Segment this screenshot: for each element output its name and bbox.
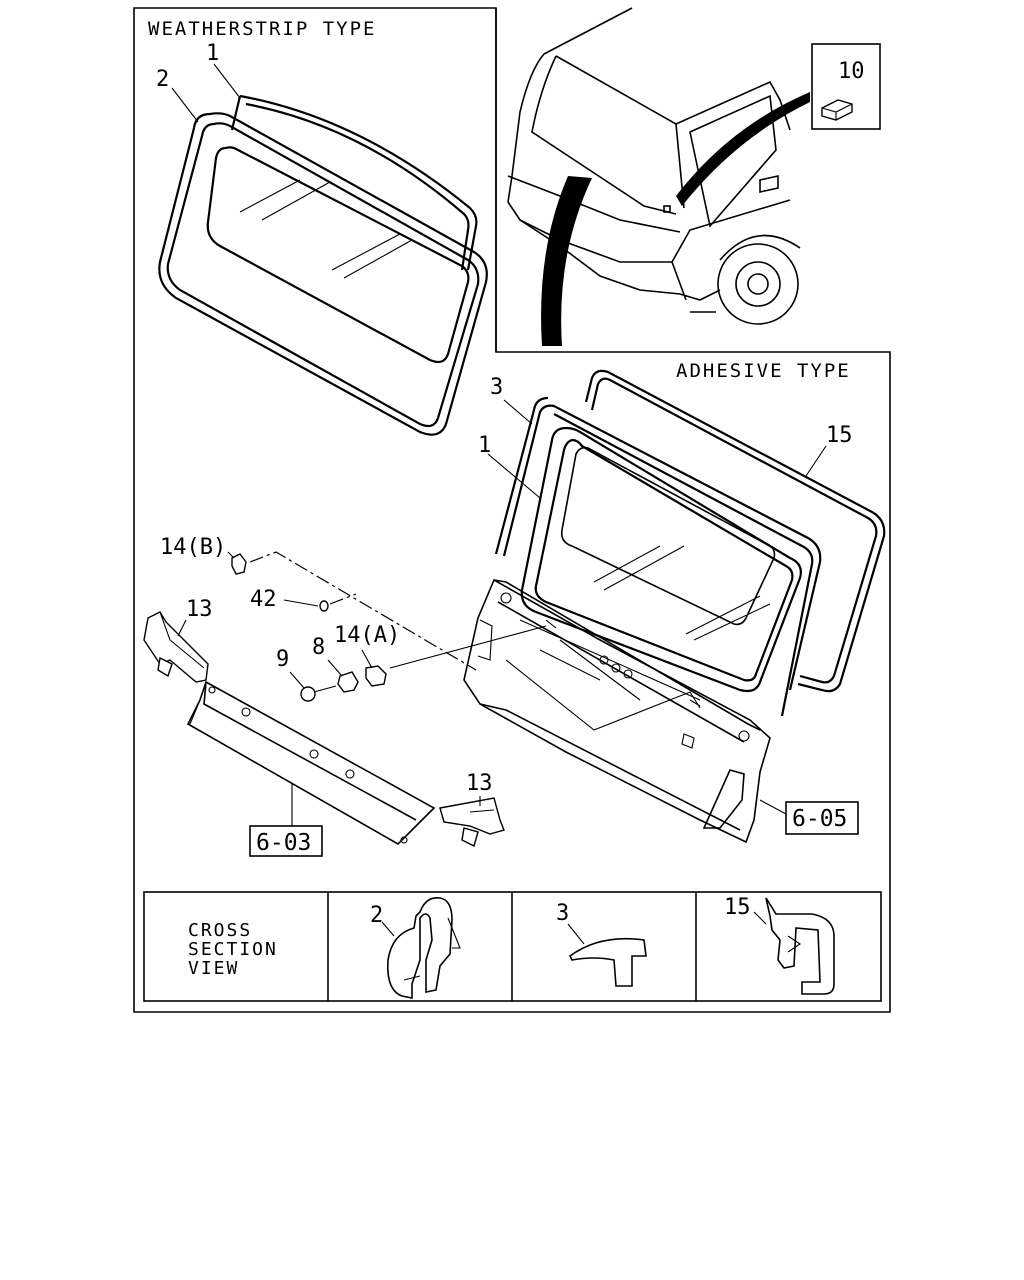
label-cs-15: 15 xyxy=(724,895,751,920)
label-ad-part-15: 15 xyxy=(826,423,853,448)
clip-14a xyxy=(365,665,387,687)
adhesive-seal-15 xyxy=(584,369,886,693)
label-part-13-right: 13 xyxy=(466,771,493,796)
weatherstrip-seal xyxy=(158,112,488,436)
section-profile-2 xyxy=(386,896,461,999)
leader-13-left xyxy=(177,619,187,637)
leader-14b xyxy=(227,551,235,559)
plug-42 xyxy=(319,600,329,612)
weatherstrip-glass xyxy=(230,94,478,279)
leader-8 xyxy=(327,659,343,677)
cross-section-line-3: VIEW xyxy=(188,958,239,979)
adhesive-glass-frame xyxy=(494,396,822,717)
label-cs-3: 3 xyxy=(556,901,569,926)
label-part-13-left: 13 xyxy=(186,597,213,622)
svg-text:6-05: 6-05 xyxy=(792,806,847,832)
label-ad-part-3: 3 xyxy=(490,375,503,400)
leader-9 xyxy=(289,671,305,689)
cross-section-line-1: CROSS xyxy=(188,920,252,941)
label-part-10: 10 xyxy=(838,59,865,84)
label-ws-part-2: 2 xyxy=(156,67,169,92)
section-profile-3 xyxy=(568,937,647,987)
svg-text:6-03: 6-03 xyxy=(256,830,311,856)
adhesive-leaders xyxy=(487,399,827,499)
leader-14a xyxy=(361,649,373,669)
weatherstrip-leaders xyxy=(171,63,241,123)
nut-8 xyxy=(337,671,359,693)
cross-section-table xyxy=(143,891,882,1002)
part-10-inset xyxy=(811,43,881,130)
cowl-panel xyxy=(463,578,771,844)
screw-9 xyxy=(300,685,337,702)
cowl-cover xyxy=(186,680,436,845)
bracket-13-left xyxy=(143,611,209,683)
leader-cs-15 xyxy=(753,911,767,925)
adhesive-type-title: ADHESIVE TYPE xyxy=(676,360,851,382)
clip-14b xyxy=(231,553,247,575)
ref-605-leader xyxy=(759,799,787,815)
label-part-42: 42 xyxy=(250,587,277,612)
label-part-9: 9 xyxy=(276,647,289,672)
label-part-8: 8 xyxy=(312,635,325,660)
leader-cs-3 xyxy=(567,923,585,945)
leader-cs-2 xyxy=(381,921,395,937)
cross-section-line-2: SECTION xyxy=(188,939,278,960)
bracket-13-right xyxy=(439,797,505,848)
diagram-frames xyxy=(133,7,891,1013)
section-profile-15 xyxy=(765,897,835,995)
label-part-14a: 14(A) xyxy=(334,623,400,648)
label-cs-2: 2 xyxy=(370,903,383,928)
leader-42 xyxy=(283,599,319,607)
ref-box-6-03: 6-03 xyxy=(249,825,323,857)
ref-box-6-05: 6-05 xyxy=(785,801,859,835)
label-ws-part-1: 1 xyxy=(206,41,219,66)
label-ad-part-1: 1 xyxy=(478,433,491,458)
weatherstrip-type-title: WEATHERSTRIP TYPE xyxy=(148,18,376,40)
dash-leaders xyxy=(249,551,547,671)
truck-cab-illustration xyxy=(507,7,810,346)
label-part-14b: 14(B) xyxy=(160,535,226,560)
